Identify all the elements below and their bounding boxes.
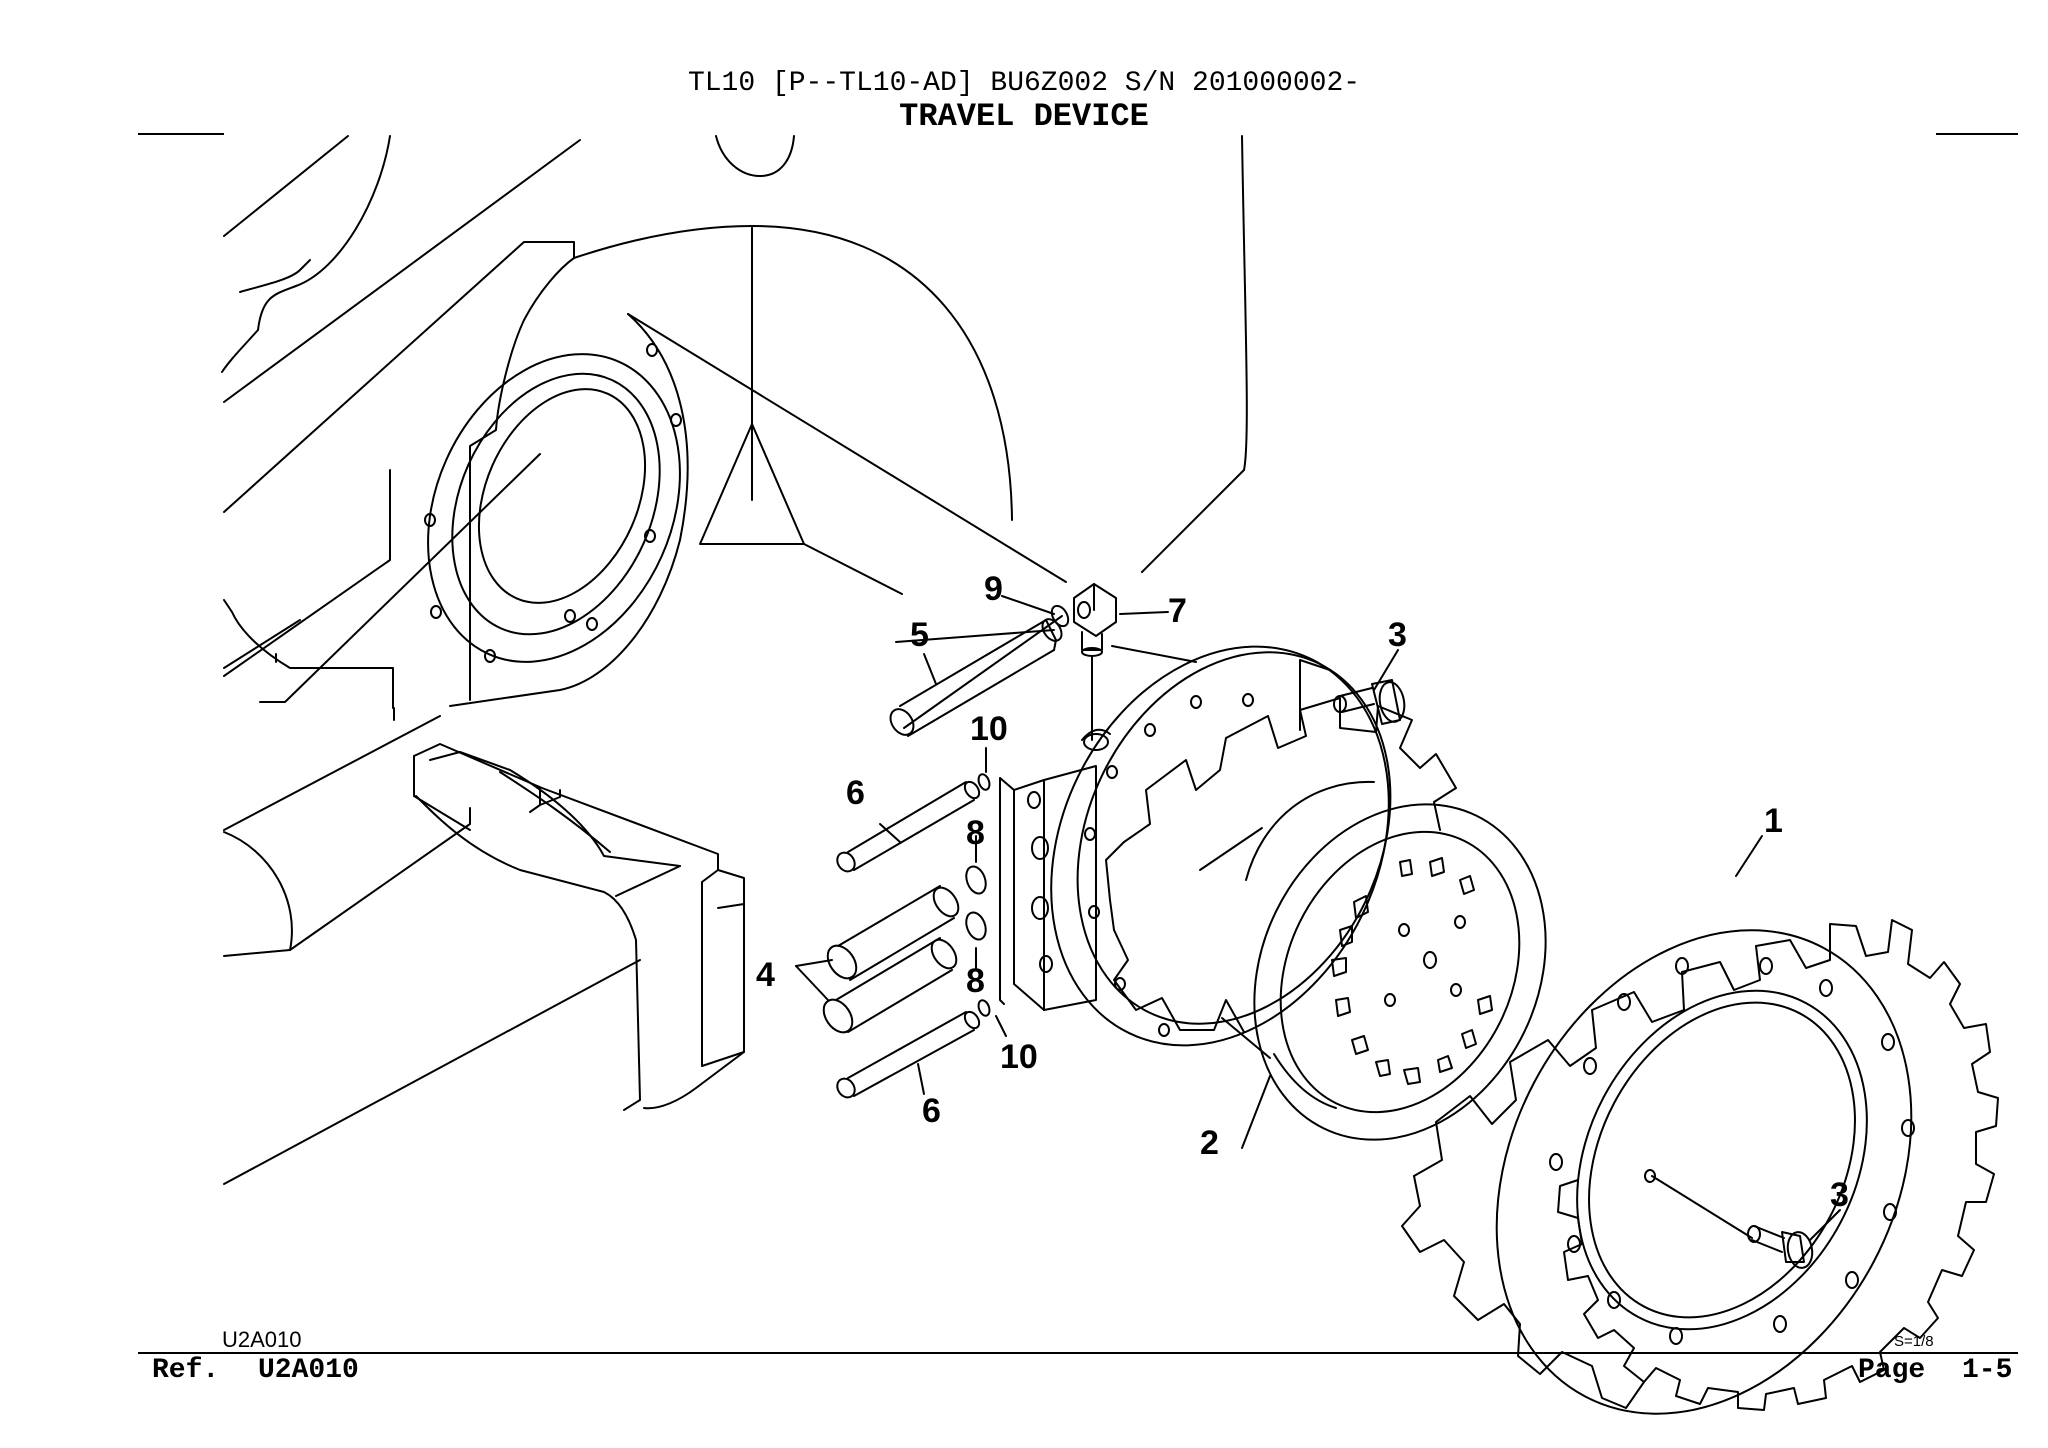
part-6-pin-upper <box>836 780 981 873</box>
diagram-code: U2A010 <box>222 1327 302 1352</box>
callout-8-lower: 8 <box>966 962 985 1000</box>
leader-lines <box>795 595 1841 1241</box>
callout-labels: 1 2 3 3 4 5 6 6 7 8 8 9 10 10 <box>756 570 1849 1214</box>
ref-value: U2A010 <box>258 1355 359 1386</box>
callout-6-upper: 6 <box>846 774 865 812</box>
callout-7: 7 <box>1168 592 1187 630</box>
part-6-pin-lower <box>836 1010 981 1099</box>
callout-10-lower: 10 <box>1000 1038 1038 1076</box>
header-rule-left <box>138 133 224 135</box>
page-title: TRAVEL DEVICE <box>899 98 1149 135</box>
part-10-oring-lower <box>977 999 991 1017</box>
part-4-pins <box>822 885 960 1034</box>
part-5-pin <box>889 615 1063 737</box>
page-label: Page <box>1858 1355 1926 1386</box>
machine-frame <box>221 135 1248 1185</box>
footer-rule <box>138 1352 2018 1354</box>
part-8-oring-lower <box>965 911 987 941</box>
part-1-sprocket <box>1401 919 1999 1415</box>
page-number: 1-5 <box>1962 1355 2013 1386</box>
callout-4: 4 <box>756 956 775 994</box>
scale-label: S=1/8 <box>1894 1333 1934 1350</box>
model-serial-header: TL10 [P--TL10-AD] BU6Z002 S/N 201000002- <box>687 68 1361 99</box>
callout-1: 1 <box>1764 802 1783 840</box>
part-7-elbow-fitting <box>1073 583 1197 741</box>
callout-3-upper: 3 <box>1388 616 1407 654</box>
part-8-oring-upper <box>965 865 987 895</box>
ref-label: Ref. <box>152 1355 220 1386</box>
callout-10-upper: 10 <box>970 710 1008 748</box>
callout-5: 5 <box>910 616 929 654</box>
callout-9: 9 <box>984 570 1003 608</box>
header-rule-right <box>1936 133 2018 135</box>
part-10-oring-upper <box>977 773 991 791</box>
callout-6-lower: 6 <box>922 1092 941 1130</box>
part-3-bolt-lower <box>1651 1175 1814 1269</box>
callout-8-upper: 8 <box>966 814 985 852</box>
callout-2: 2 <box>1200 1124 1219 1162</box>
part-9-oring <box>1050 604 1070 628</box>
part-3-bolt-upper <box>1299 659 1406 731</box>
part-2-travel-motor <box>1013 645 1547 1141</box>
callout-3-lower: 3 <box>1830 1176 1849 1214</box>
